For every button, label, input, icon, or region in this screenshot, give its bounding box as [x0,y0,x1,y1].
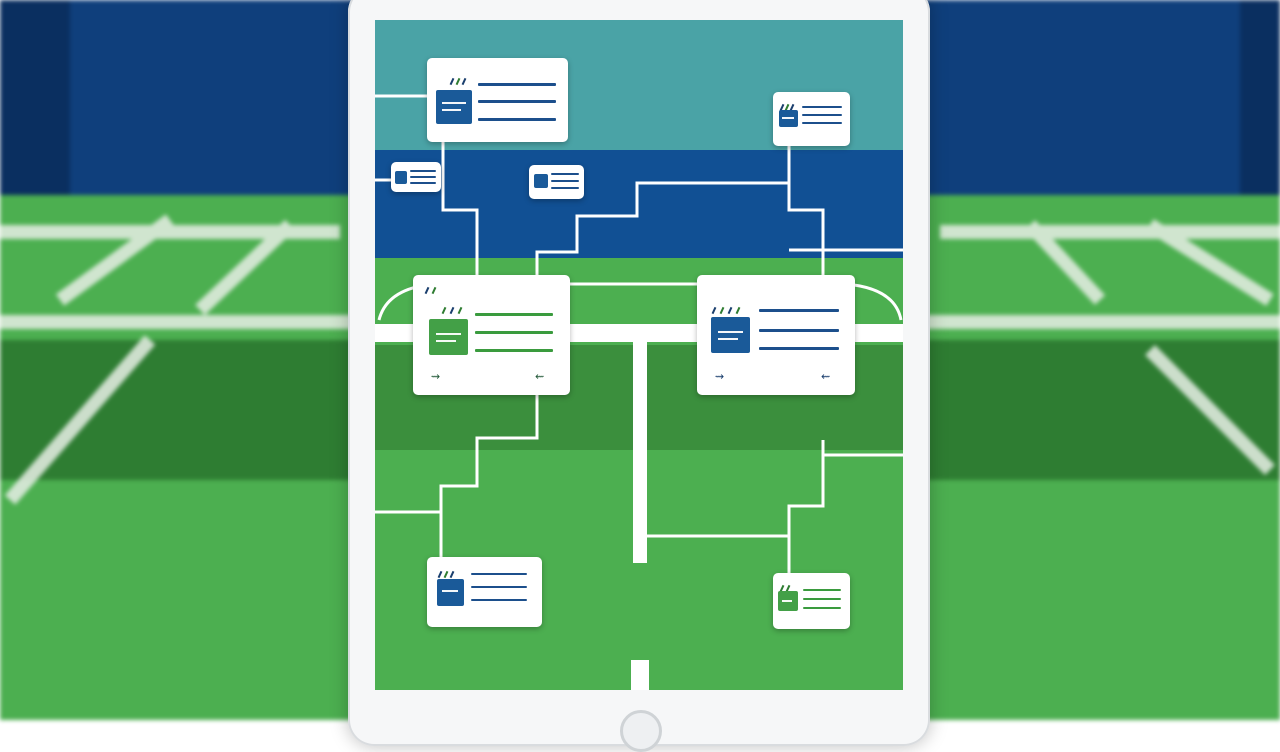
text-line [478,83,556,86]
leaf-icon [719,306,725,315]
thumbnail-line [781,600,792,602]
connector-lines [375,94,903,573]
thumbnail-line [442,102,466,104]
leaf-icon [437,570,443,579]
leaf-icon [449,306,455,315]
text-line [410,182,436,184]
field-markings [377,282,903,321]
link-icon[interactable]: ⇜ [535,370,544,383]
text-line [759,347,839,350]
leaf-icon [727,306,733,315]
text-line [759,329,839,332]
thumbnail-line [441,590,459,592]
thumbnail-icon [429,319,468,355]
text-line [410,176,436,178]
thumbnail-line [436,340,457,342]
text-line [803,598,841,600]
leaf-icon [449,570,455,579]
card-top-left[interactable] [427,58,568,142]
text-line [471,586,527,588]
text-line [475,331,553,334]
thumbnail-icon [437,579,464,606]
link-icon[interactable]: ⇝ [431,370,440,383]
text-line [551,180,579,182]
thumbnail-icon [395,171,407,184]
text-line [802,122,842,124]
thumbnail-icon [779,110,798,127]
thumbnail-icon [436,90,472,124]
leaf-icon [424,286,430,295]
card-small-middle[interactable] [529,165,584,199]
text-line [410,170,436,172]
text-line [475,349,553,352]
link-icon[interactable]: ⇝ [715,370,724,383]
thumbnail-line [436,333,461,335]
thumbnail-line [782,117,794,119]
card-mid-right[interactable]: ⇝ ⇜ [697,275,855,395]
text-line [802,106,842,108]
card-mid-left[interactable]: ⇝ ⇜ [413,275,570,395]
text-line [803,589,841,591]
thumbnail-icon [778,591,798,611]
thumbnail-icon [711,317,750,353]
thumbnail-icon [534,174,548,188]
leaf-icon [455,77,461,86]
tablet-screen: ⇝ ⇜ ⇝ ⇜ [375,20,903,690]
text-line [478,118,556,121]
text-line [471,599,527,601]
leaf-icon [711,306,717,315]
text-line [551,173,579,175]
field-centerline [633,338,647,563]
home-button[interactable] [620,710,662,752]
leaf-icon [457,306,463,315]
text-line [478,100,556,103]
thumbnail-line [442,109,462,111]
bg-wall-right-shade [1240,0,1280,230]
leaf-icon [449,77,455,86]
text-line [551,187,579,189]
leaf-icon [735,306,741,315]
band-navy [375,150,903,258]
leaf-icon [461,77,467,86]
card-bottom-right[interactable] [773,573,850,629]
card-bottom-left[interactable] [427,557,542,627]
text-line [475,313,553,316]
text-line [802,114,842,116]
text-line [803,607,841,609]
field-centerline-bottom [631,660,649,690]
link-icon[interactable]: ⇜ [821,370,830,383]
text-line [471,573,527,575]
card-small-left[interactable] [391,162,441,192]
leaf-icon [431,286,437,295]
leaf-icon [443,570,449,579]
thumbnail-line [718,331,743,333]
card-top-right[interactable] [773,92,850,146]
leaf-icon [441,306,447,315]
text-line [759,309,839,312]
thumbnail-line [718,338,739,340]
bg-wall-left-shade [0,0,70,230]
